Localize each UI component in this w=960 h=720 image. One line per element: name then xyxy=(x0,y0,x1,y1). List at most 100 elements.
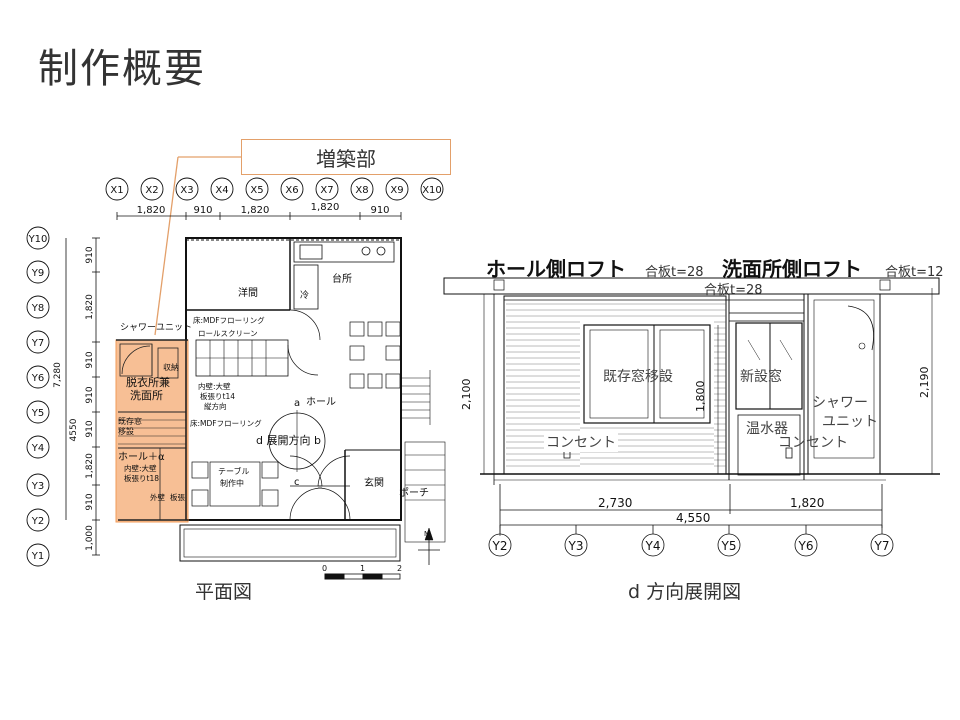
right-loft-note: 合板t=12 xyxy=(885,265,944,280)
outlet-right-label: コンセント xyxy=(778,435,848,451)
svg-text:Y2: Y2 xyxy=(492,539,508,553)
grid-bubble-y10: Y10 xyxy=(26,226,50,250)
grid-bubble-y2: Y2 xyxy=(26,508,50,532)
elev-grid-y4: Y4 xyxy=(641,525,665,557)
elev-dim-a: 2,730 xyxy=(598,496,632,510)
elev-height-left: 2,100 xyxy=(460,379,473,411)
svg-text:X8: X8 xyxy=(355,185,368,196)
svg-text:Y9: Y9 xyxy=(31,268,44,279)
svg-text:Y4: Y4 xyxy=(645,539,661,553)
elevation-caption: d 方向展開図 xyxy=(628,581,742,603)
label-exterior: 外壁 xyxy=(150,492,165,502)
top-dim-1: 910 xyxy=(193,205,212,216)
label-fridge: 冷 xyxy=(300,289,309,301)
top-dim-3: 1,820 xyxy=(311,202,340,213)
label-storage: 収納 xyxy=(163,362,179,372)
left-dim-3: 910 xyxy=(85,386,95,403)
top-dim-ticks xyxy=(116,212,402,220)
left-loft-note: 合板t=28 xyxy=(645,265,704,280)
grid-bubble-x3: X3 xyxy=(175,177,199,201)
grid-bubble-y6: Y6 xyxy=(26,365,50,389)
label-hall-plus: ホール＋α xyxy=(118,451,165,463)
svg-text:X4: X4 xyxy=(215,185,228,196)
grid-bubble-y1: Y1 xyxy=(26,543,50,567)
water-heater-label: 温水器 xyxy=(746,421,788,437)
svg-text:X5: X5 xyxy=(250,185,263,196)
mid-loft-note: 合板t=28 xyxy=(704,283,763,298)
grid-bubble-y4: Y4 xyxy=(26,435,50,459)
label-wall3: 縦方向 xyxy=(204,401,227,411)
left-dim-ticks xyxy=(92,237,100,556)
grid-bubble-x10: X10 xyxy=(420,177,444,201)
label-dir-c: c xyxy=(294,477,300,488)
shower-label-1: シャワー xyxy=(812,395,868,411)
svg-text:Y4: Y4 xyxy=(31,443,44,454)
new-window-label: 新設窓 xyxy=(740,369,782,385)
left-loft-heading: ホール側ロフト xyxy=(486,257,626,281)
grid-bubble-x1: X1 xyxy=(105,177,129,201)
plan-caption: 平面図 xyxy=(195,581,253,603)
label-wall2: 板張りt14 xyxy=(200,391,235,401)
left-dim-4: 910 xyxy=(85,420,95,437)
svg-text:Y5: Y5 xyxy=(31,408,44,419)
grid-bubble-y8: Y8 xyxy=(26,295,50,319)
left-dim-5: 1,820 xyxy=(85,453,95,479)
top-dim-0: 1,820 xyxy=(137,205,166,216)
grid-bubble-y9: Y9 xyxy=(26,260,50,284)
elev-height-window: 1,800 xyxy=(694,381,707,413)
callout-leader-d xyxy=(154,156,179,336)
grid-bubble-y7: Y7 xyxy=(26,330,50,354)
svg-text:Y3: Y3 xyxy=(568,539,584,553)
plan-labels: 1,820 910 1,820 1,820 910 910 1,820 910 910 910 1… xyxy=(53,202,429,573)
scale-0: 0 xyxy=(322,564,327,573)
label-wall5: 板張りt18 xyxy=(124,473,159,483)
label-shower: シャワーユニット xyxy=(120,323,192,333)
slide-title: 制作概要 xyxy=(38,46,206,92)
svg-text:X7: X7 xyxy=(320,185,333,196)
shower-label-2: ユニット xyxy=(822,414,878,430)
label-relocate: 移設 xyxy=(118,426,134,436)
elev-dim-total: 4,550 xyxy=(676,511,710,525)
outlet-left-label: コンセント xyxy=(544,432,618,452)
label-table2: 制作中 xyxy=(220,478,244,488)
left-dim-1: 1,820 xyxy=(85,294,95,320)
grid-bubble-y3: Y3 xyxy=(26,473,50,497)
room-kitchen: 台所 xyxy=(332,272,352,285)
svg-text:X3: X3 xyxy=(180,185,193,196)
svg-text:X10: X10 xyxy=(422,185,442,196)
elev-grid-y3: Y3 xyxy=(564,525,588,557)
label-wall1: 内壁:大壁 xyxy=(198,381,231,391)
label-dressing2: 洗面所 xyxy=(130,389,163,402)
left-dim-0: 910 xyxy=(85,246,95,263)
existing-window-label: 既存窓移設 xyxy=(603,369,673,385)
grid-bubble-x7: X7 xyxy=(315,177,339,201)
elevation-labels: 2,100 1,800 2,190 2,730 1,820 4,550 xyxy=(460,367,931,526)
svg-text:Y10: Y10 xyxy=(28,234,48,245)
left-dim-outer-0: 7,280 xyxy=(53,362,63,388)
svg-text:Y5: Y5 xyxy=(721,539,737,553)
grid-bubble-x8: X8 xyxy=(350,177,374,201)
svg-text:Y7: Y7 xyxy=(31,338,44,349)
svg-text:X1: X1 xyxy=(110,185,123,196)
svg-text:Y6: Y6 xyxy=(31,373,44,384)
grid-bubble-x5: X5 xyxy=(245,177,269,201)
label-entrance: 玄関 xyxy=(364,476,384,489)
top-dim-4: 910 xyxy=(370,205,389,216)
grid-bubble-x4: X4 xyxy=(210,177,234,201)
left-dim-7: 1,000 xyxy=(85,525,95,551)
label-dir-a: a xyxy=(294,398,300,409)
svg-text:X6: X6 xyxy=(285,185,298,196)
left-dim-6: 910 xyxy=(85,493,95,510)
svg-text:X2: X2 xyxy=(145,185,158,196)
svg-text:Y6: Y6 xyxy=(798,539,814,553)
elev-grid-y6: Y6 xyxy=(794,525,818,557)
label-floor1: 床:MDFフローリング xyxy=(193,315,265,325)
left-dim-2: 910 xyxy=(85,351,95,368)
label-direction: d 展開方向 b xyxy=(256,433,321,447)
label-existing-window: 既存窓 xyxy=(118,416,142,426)
